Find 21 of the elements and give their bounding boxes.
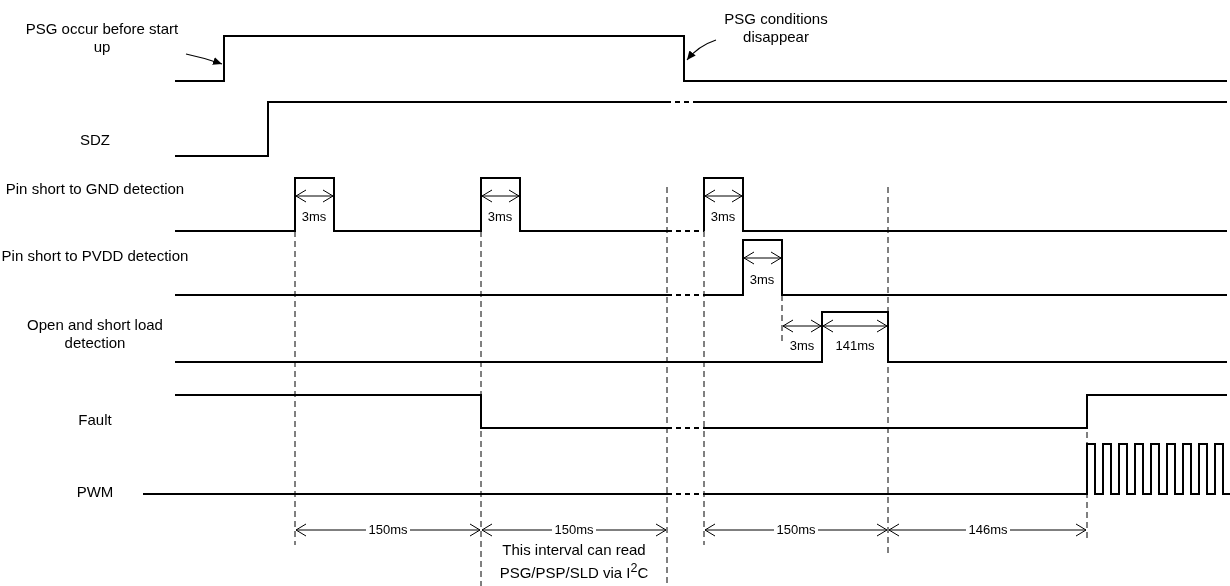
duration-label: 3ms (710, 209, 736, 224)
annotation-text: PSG conditions disappear (724, 10, 828, 45)
duration-label: 150ms (774, 522, 818, 537)
signal-name: PWM (76, 483, 114, 500)
signal-name: Open and short load detection (27, 316, 163, 351)
duration-label: 3ms (301, 209, 327, 224)
duration-label: 150ms (366, 522, 410, 537)
duration-label: 146ms (966, 522, 1010, 537)
leader-line (686, 39, 717, 61)
note-text: This interval can read PSG/PSP/SLD via I$^{2}$C (499, 541, 649, 581)
duration-label: 3ms (487, 209, 513, 224)
annotation-text: PSG occur before start up (25, 20, 179, 55)
duration-label: 141ms (835, 338, 875, 353)
duration-label: 150ms (552, 522, 596, 537)
signal-name: Pin short to GND detection (5, 180, 185, 197)
leader-line (185, 53, 223, 65)
signal-name: SDZ (80, 131, 110, 148)
signal-name: Pin short to PVDD detection (1, 247, 189, 264)
duration-label: 3ms (749, 272, 775, 287)
duration-label: 3ms (789, 338, 815, 353)
signal-name: Fault (78, 411, 112, 428)
